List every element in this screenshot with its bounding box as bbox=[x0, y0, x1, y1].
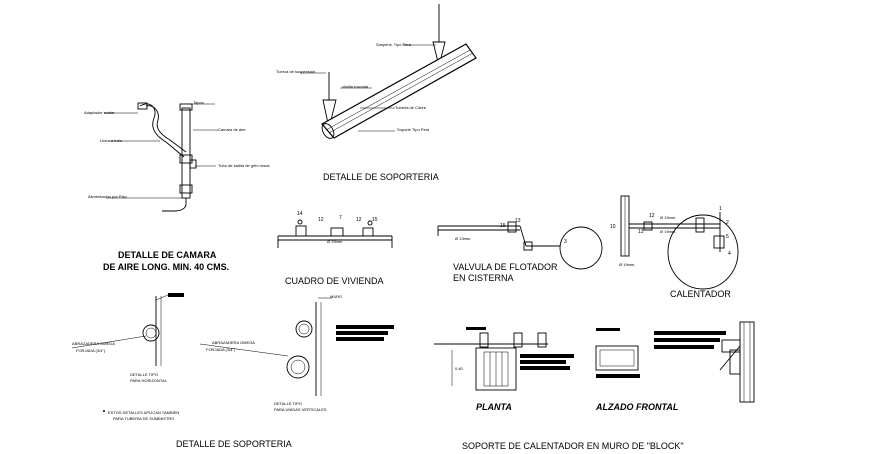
dim-2: 2 bbox=[726, 220, 729, 226]
detail-calentador: Ø 19mm. Ø 19mm. Ø 19mm. 10 12 13 1 2 4 5… bbox=[610, 195, 739, 299]
dim-10: 10 bbox=[610, 224, 616, 230]
dim-14: 14 bbox=[297, 211, 303, 217]
label-alimentacion: Alimentación por Piso bbox=[88, 194, 127, 199]
label-tuerca: Tuerca de suspensión bbox=[276, 69, 315, 74]
label-adaptador: Adaptador soldar bbox=[84, 110, 115, 115]
label-nota-1: ESTOS DETALLES APLICAN TAMBIEN bbox=[108, 410, 179, 415]
dim-d19-cal-b: Ø 19mm. bbox=[660, 229, 676, 234]
label-soporte-pera: Soporte Tipo Pera bbox=[397, 127, 430, 132]
dim-5: 5 bbox=[726, 234, 729, 240]
dim-040: 0.40 bbox=[455, 366, 464, 371]
title-alzado-frontal: ALZADO FRONTAL bbox=[595, 402, 678, 412]
label-nota-2: PARA TUBERIA DE SUMINISTRO bbox=[113, 416, 174, 421]
title-cuadro-vivienda: CUADRO DE VIVIENDA bbox=[285, 276, 384, 286]
detail-air-chamber: Adaptador soldar Tapón Camara de aire Li… bbox=[84, 100, 270, 272]
label-linea: Linea a tubo bbox=[100, 138, 123, 143]
detail-valvula-flotador: Ø 13mm. 15 13 3 VALVULA DE FLOTADOR EN C… bbox=[437, 218, 603, 283]
dim-15b: 15 bbox=[500, 223, 506, 229]
detail-soporte-calentador-alzado: ALZADO FRONTAL bbox=[595, 321, 755, 412]
label-detalle-h: DETALLE TIPO bbox=[130, 372, 158, 377]
title-soporte-calentador: SOPORTE DE CALENTADOR EN MURO DE "BLOCK" bbox=[462, 441, 684, 451]
dim-1: 1 bbox=[719, 206, 722, 212]
label-varilla: Varilla roscada bbox=[342, 84, 369, 89]
title-valvula-2: EN CISTERNA bbox=[453, 273, 514, 283]
title-planta: PLANTA bbox=[476, 402, 512, 412]
dim-d19-cal-a: Ø 19mm. bbox=[660, 215, 676, 220]
title-camara-1: DETALLE DE CAMARA bbox=[118, 250, 217, 260]
label-abrazadera-2: ABRAZADERA OMEGA bbox=[212, 340, 255, 345]
label-muro: MURO bbox=[330, 294, 342, 299]
title-calentador: CALENTADOR bbox=[670, 289, 731, 299]
detail-soporteria-horizontal: ABRAZADERA OMEGA FORJADA (3/4") DETALLE … bbox=[71, 293, 184, 421]
dim-7: 7 bbox=[339, 215, 342, 221]
label-abrazadera-1: ABRAZADERA OMEGA bbox=[72, 341, 115, 346]
label-tuberia: Tuberia de Cobre bbox=[395, 105, 427, 110]
dim-d13-valvula: Ø 13mm. bbox=[455, 236, 471, 241]
label-detalle-v: DETALLE TIPO bbox=[274, 401, 302, 406]
label-suspension: Suspens. Tipo Pera bbox=[376, 42, 412, 47]
title-detalle-soporteria-bottom: DETALLE DE SOPORTERIA bbox=[176, 439, 292, 449]
detail-soporteria-vertical: MURO ABRAZADERA OMEGA FORJADA (3/4") DET… bbox=[176, 294, 394, 449]
dim-4: 4 bbox=[728, 251, 731, 257]
label-para-v: PARA UNIDAS VERTICALES bbox=[274, 407, 327, 412]
label-camara-aire: Camara de aire bbox=[218, 127, 246, 132]
dim-d19-cal-c: Ø 19mm. bbox=[619, 262, 635, 267]
dim-15a: 15 bbox=[372, 217, 378, 223]
dim-d19-cuadro: Ø 19mm. bbox=[327, 239, 343, 244]
title-detalle-soporteria-top: DETALLE DE SOPORTERIA bbox=[323, 172, 439, 182]
title-camara-2: DE AIRE LONG. MIN. 40 CMS. bbox=[103, 262, 229, 272]
dim-13: 13 bbox=[515, 218, 521, 224]
title-valvula-1: VALVULA DE FLOTADOR bbox=[453, 262, 558, 272]
label-tapon: Tapón bbox=[193, 100, 204, 105]
dim-3: 3 bbox=[564, 239, 567, 245]
dim-12b: 12 bbox=[356, 217, 362, 223]
label-forjada-1: FORJADA (3/4") bbox=[76, 348, 106, 353]
detail-cuadro-vivienda: Ø 19mm. 14 12 7 12 15 CUADRO DE VIVIENDA bbox=[277, 211, 393, 286]
label-para-h: PARA HORIZONTAL bbox=[130, 378, 168, 383]
detail-soporte-calentador-planta: 0.40 PLANTA bbox=[434, 327, 574, 412]
dim-13b: 13 bbox=[638, 229, 644, 235]
dim-12a: 12 bbox=[318, 217, 324, 223]
label-forjada-2: FORJADA (3/4") bbox=[206, 347, 236, 352]
detail-suspension-top: Suspens. Tipo Pera Tuerca de suspensión … bbox=[276, 4, 477, 182]
label-tubo-salida: Tubo de salida de grifo rosca bbox=[218, 163, 270, 168]
dim-12c: 12 bbox=[649, 213, 655, 219]
